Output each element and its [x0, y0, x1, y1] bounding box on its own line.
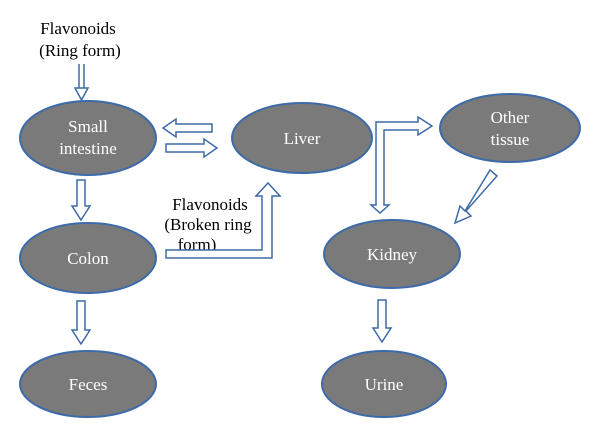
- arrow-kidney-to-urine: [371, 299, 393, 344]
- node-feces-label: Feces: [69, 375, 108, 394]
- arrow-small-intestine-to-liver: [165, 137, 219, 159]
- node-liver: Liver: [231, 102, 373, 174]
- label-flavonoids-broken-line1: Flavonoids: [172, 195, 248, 214]
- node-other-tissue: Other tissue: [439, 93, 581, 163]
- arrow-liver-to-small-intestine: [161, 117, 213, 139]
- node-other-tissue-line2: tissue: [491, 130, 530, 149]
- arrow-liver-to-other-tissue-and-kidney: [369, 115, 434, 215]
- label-flavonoids-ring-line1: Flavonoids: [40, 19, 116, 38]
- node-colon-label: Colon: [67, 249, 109, 268]
- label-flavonoids-ring-line2: (Ring form): [39, 41, 121, 60]
- node-small-intestine-line2: intestine: [59, 139, 117, 158]
- node-urine-label: Urine: [365, 375, 404, 394]
- node-kidney-label: Kidney: [367, 245, 418, 264]
- node-small-intestine-line1: Small: [68, 117, 108, 136]
- arrow-small-intestine-to-colon: [70, 179, 92, 222]
- arrow-other-tissue-to-kidney: [453, 168, 499, 225]
- arrow-colon-to-liver: [165, 181, 282, 259]
- label-flavonoids-broken-line2: (Broken ring: [164, 215, 252, 234]
- node-kidney: Kidney: [323, 219, 461, 289]
- node-feces: Feces: [19, 350, 157, 418]
- arrow-label-to-small-intestine: [73, 64, 90, 102]
- node-colon: Colon: [19, 222, 157, 294]
- node-urine: Urine: [321, 350, 447, 418]
- node-other-tissue-line1: Other: [491, 108, 530, 127]
- arrow-colon-to-feces: [70, 300, 92, 346]
- node-liver-label: Liver: [284, 129, 321, 148]
- node-small-intestine: Small intestine: [19, 100, 157, 176]
